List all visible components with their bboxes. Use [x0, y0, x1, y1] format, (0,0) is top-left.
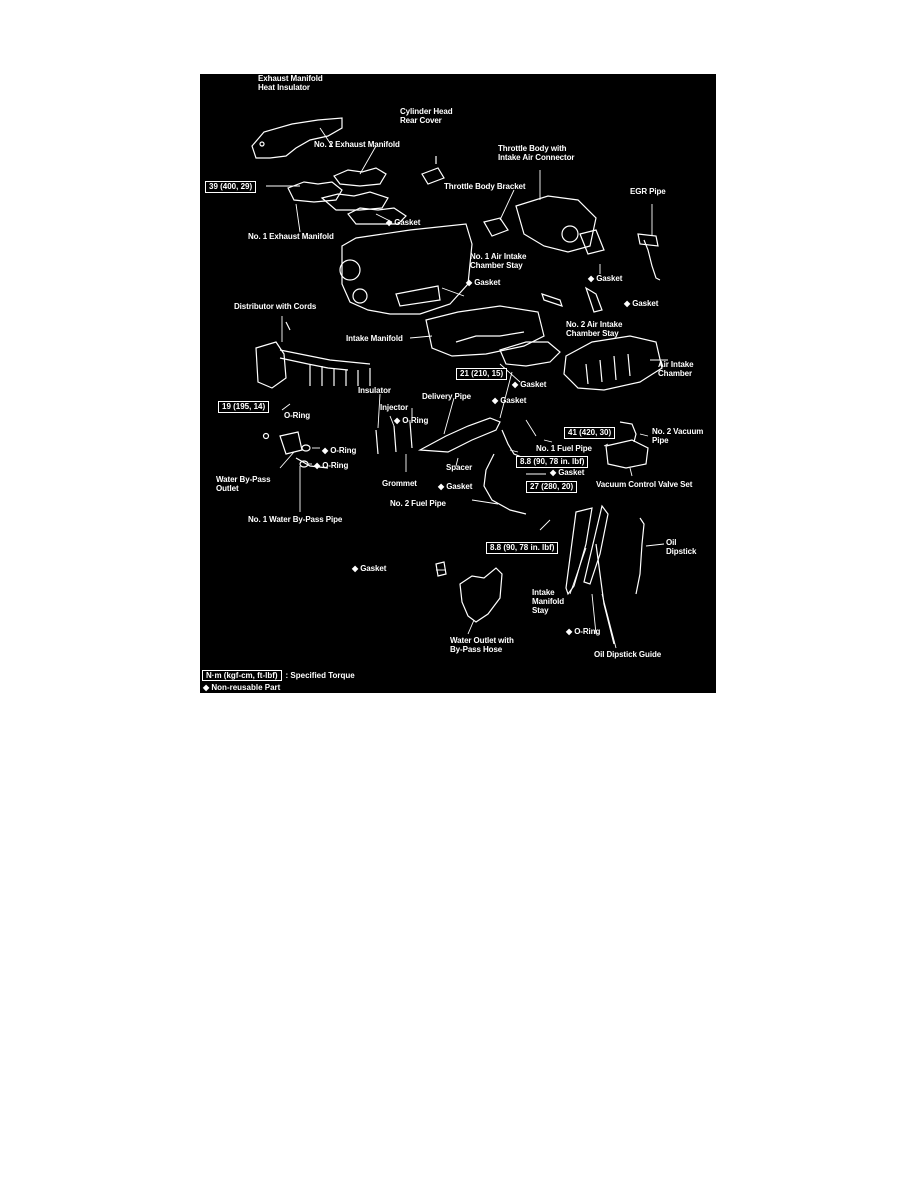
intake-gasket-part — [499, 341, 561, 367]
label-o-ring-distributor: O-Ring — [284, 411, 311, 420]
egr-pipe-part — [643, 239, 661, 281]
label-gasket-exhaust: ◆ Gasket — [386, 218, 421, 227]
torque-delivery: 21 (210, 15) — [456, 368, 508, 380]
label-o-ring-bypass-2: ◆ O-Ring — [314, 461, 349, 470]
label-o-ring-bypass-1: ◆ O-Ring — [322, 446, 357, 455]
parts-artwork — [251, 117, 668, 649]
torque-fuel1: 8.8 (90, 78 in. lbf) — [516, 456, 589, 468]
torque-vacuum: 41 (420, 30) — [564, 427, 616, 439]
label-intake-manifold: Intake Manifold — [346, 334, 403, 343]
intake-manifold-stay-part — [565, 507, 593, 596]
exhaust-gasket-part — [320, 191, 389, 211]
no2-stay-part — [584, 286, 603, 313]
engine-block-part — [341, 223, 473, 315]
label-gasket-intake: ◆ Gasket — [466, 278, 501, 287]
no2-fuel-pipe-part — [483, 453, 527, 515]
throttle-gasket-part — [579, 229, 605, 255]
vacuum-valve-part — [605, 439, 649, 469]
throttle-body-part — [515, 195, 597, 253]
label-no1-air-intake-chamber-stay: No. 1 Air Intake Chamber Stay — [470, 252, 527, 270]
torque-distributor: 19 (195, 14) — [218, 401, 270, 413]
label-gasket-chamber: ◆ Gasket — [512, 380, 547, 389]
dipstick-guide-part — [595, 543, 615, 645]
label-gasket-egr: ◆ Gasket — [624, 299, 659, 308]
no2-vacuum-pipe-part — [619, 421, 637, 443]
label-o-ring-injector: ◆ O-Ring — [394, 416, 429, 425]
torque-exhaust: 39 (400, 29) — [205, 181, 257, 193]
heat-insulator-part — [251, 117, 343, 159]
legend-non-reusable: ◆ Non-reusable Part — [203, 683, 280, 693]
label-oil-dipstick-guide: Oil Dipstick Guide — [594, 650, 662, 659]
label-vacuum-control-valve-set: Vacuum Control Valve Set — [596, 480, 693, 489]
no1-bypass-pipe-part — [295, 457, 329, 469]
label-insulator: Insulator — [358, 386, 391, 395]
label-no2-exhaust-manifold: No. 2 Exhaust Manifold — [314, 140, 400, 149]
legend-specified-torque: N·m (kgf-cm, ft-lbf): Specified Torque — [202, 670, 355, 681]
label-no2-vacuum-pipe: No. 2 Vacuum Pipe — [652, 427, 704, 445]
label-no1-fuel-pipe: No. 1 Fuel Pipe — [536, 444, 592, 453]
water-bypass-outlet-part — [279, 431, 303, 455]
water-outlet-part — [459, 567, 503, 623]
label-gasket-spacer: ◆ Gasket — [438, 482, 473, 491]
label-gasket-water-outlet: ◆ Gasket — [352, 564, 387, 573]
distributor-part — [255, 341, 287, 389]
label-air-intake-chamber: Air Intake Chamber — [658, 360, 694, 378]
label-injector: Injector — [380, 403, 409, 412]
no1-fuel-pipe-part — [501, 429, 525, 459]
label-intake-manifold-stay: Intake Manifold Stay — [532, 588, 565, 615]
no1-stay-part — [541, 293, 563, 307]
label-water-bypass-outlet: Water By-Pass Outlet — [216, 475, 271, 493]
label-exhaust-manifold-heat-insulator: Exhaust Manifold Heat Insulator — [258, 74, 323, 92]
label-o-ring-dipstick: ◆ O-Ring — [566, 627, 601, 636]
oil-dipstick-part — [635, 517, 645, 595]
no1-exhaust-manifold-part — [287, 181, 343, 203]
label-throttle-body-bracket: Throttle Body Bracket — [444, 182, 526, 191]
intake-manifold-part — [425, 305, 545, 357]
label-throttle-body: Throttle Body with Intake Air Connector — [498, 144, 575, 162]
no2-exhaust-manifold-part — [333, 167, 387, 187]
label-gasket-fuel: ◆ Gasket — [550, 468, 585, 477]
legend-diamond-icon: ◆ — [203, 683, 210, 692]
label-cylinder-head-rear-cover: Cylinder Head Rear Cover — [400, 107, 453, 125]
label-no1-exhaust-manifold: No. 1 Exhaust Manifold — [248, 232, 334, 241]
legend-torque-text: : Specified Torque — [285, 671, 355, 680]
label-oil-dipstick: Oil Dipstick — [666, 538, 697, 556]
label-no1-water-bypass-pipe: No. 1 Water By-Pass Pipe — [248, 515, 343, 524]
exploded-parts-diagram: Exhaust Manifold Heat Insulator Cylinder… — [200, 74, 716, 693]
torque-fuel2: 27 (280, 20) — [526, 481, 578, 493]
label-water-outlet-with-bypass-hose: Water Outlet with By-Pass Hose — [450, 636, 514, 654]
label-egr-pipe: EGR Pipe — [630, 187, 666, 196]
rear-cover-part — [421, 167, 445, 185]
throttle-bracket-part — [483, 217, 509, 237]
label-delivery-pipe: Delivery Pipe — [422, 392, 471, 401]
label-no2-air-intake-chamber-stay: No. 2 Air Intake Chamber Stay — [566, 320, 623, 338]
legend-torque-box: N·m (kgf-cm, ft-lbf) — [202, 670, 282, 681]
label-distributor-with-cords: Distributor with Cords — [234, 302, 317, 311]
air-intake-chamber-part — [563, 335, 663, 391]
label-grommet: Grommet — [382, 479, 417, 488]
label-spacer: Spacer — [446, 463, 473, 472]
delivery-pipe-part — [417, 417, 501, 453]
label-gasket-throttle: ◆ Gasket — [588, 274, 623, 283]
torque-stay: 8.8 (90, 78 in. lbf) — [486, 542, 559, 554]
label-gasket-delivery: ◆ Gasket — [492, 396, 527, 405]
legend-non-reusable-text: Non-reusable Part — [211, 683, 281, 692]
leader-lines — [266, 127, 668, 649]
label-no2-fuel-pipe: No. 2 Fuel Pipe — [390, 499, 446, 508]
